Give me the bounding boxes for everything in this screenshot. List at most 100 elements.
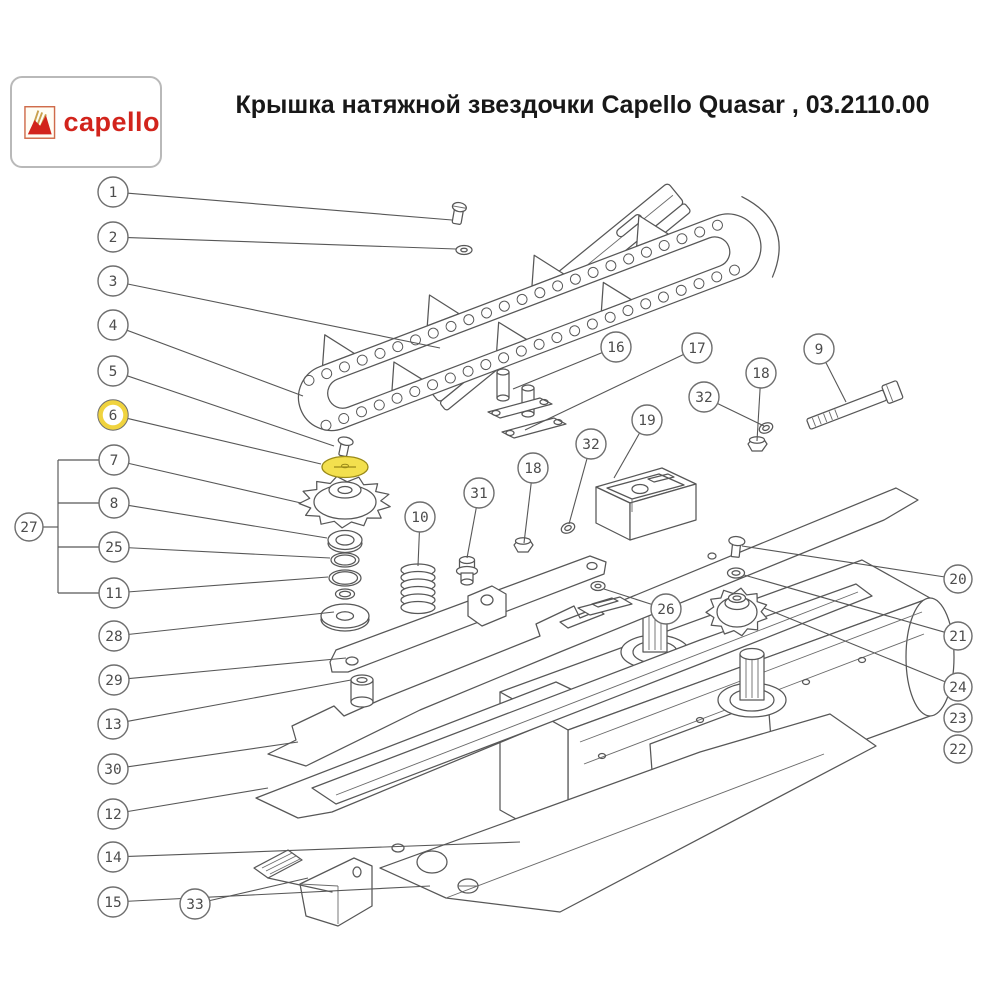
svg-text:33: 33 bbox=[186, 897, 203, 913]
callout-5: 5 bbox=[97, 355, 335, 447]
svg-text:30: 30 bbox=[104, 762, 121, 778]
callout-22: 22 bbox=[943, 734, 973, 764]
callout-2: 2 bbox=[97, 221, 457, 253]
svg-text:18: 18 bbox=[524, 461, 541, 477]
pickup-bracket bbox=[253, 849, 373, 927]
callout-9: 9 bbox=[803, 333, 847, 403]
callout-25: 25 bbox=[98, 531, 331, 563]
wheat-icon bbox=[24, 106, 56, 139]
callout-24: 24 bbox=[763, 607, 973, 702]
idler-sprocket bbox=[705, 587, 768, 637]
callout-17: 17 bbox=[524, 332, 713, 431]
callout-26: 26 bbox=[603, 588, 682, 625]
svg-text:9: 9 bbox=[815, 342, 824, 358]
svg-text:27: 27 bbox=[20, 520, 37, 536]
small-washer bbox=[560, 522, 576, 534]
svg-text:14: 14 bbox=[104, 850, 122, 866]
svg-text:13: 13 bbox=[104, 717, 121, 733]
rail-bolt-and-washer bbox=[451, 201, 473, 256]
callout-8: 8 bbox=[98, 487, 328, 539]
callout-10: 10 bbox=[404, 501, 436, 567]
chain-tray bbox=[595, 467, 697, 541]
svg-text:1: 1 bbox=[109, 185, 118, 201]
spacer-bushing bbox=[350, 674, 374, 708]
callout-6: 6 bbox=[97, 399, 322, 465]
capello-logo: capello bbox=[10, 76, 162, 168]
callout-33: 33 bbox=[179, 877, 309, 920]
svg-text:22: 22 bbox=[949, 742, 966, 758]
splined-shaft-boss bbox=[717, 647, 787, 718]
callout-28: 28 bbox=[98, 611, 335, 652]
bearing bbox=[327, 529, 363, 554]
callout-20: 20 bbox=[741, 545, 973, 594]
svg-text:10: 10 bbox=[411, 510, 428, 526]
mount-stud bbox=[577, 580, 633, 616]
callout-19: 19 bbox=[613, 404, 663, 479]
svg-text:2: 2 bbox=[109, 230, 118, 246]
callout-14: 14 bbox=[97, 841, 521, 873]
long-bolt bbox=[806, 380, 904, 430]
small-washer bbox=[758, 422, 774, 434]
svg-text:21: 21 bbox=[949, 629, 966, 645]
svg-text:28: 28 bbox=[105, 629, 122, 645]
idler-bolt bbox=[728, 535, 746, 558]
tension-sprocket bbox=[298, 475, 391, 529]
callout-18: 18 bbox=[745, 357, 777, 442]
svg-text:20: 20 bbox=[949, 572, 966, 588]
svg-text:29: 29 bbox=[105, 673, 122, 689]
top-cover-plate bbox=[267, 487, 919, 767]
idler-sprocket-hub bbox=[716, 592, 758, 628]
svg-text:16: 16 bbox=[607, 340, 624, 356]
tension-spring bbox=[400, 563, 436, 615]
callout-30: 30 bbox=[97, 741, 299, 785]
callout-32: 32 bbox=[568, 428, 607, 525]
callout-4: 4 bbox=[97, 309, 304, 397]
callout-27: 27 bbox=[14, 512, 44, 542]
svg-text:5: 5 bbox=[109, 364, 118, 380]
callout-31: 31 bbox=[463, 477, 495, 559]
svg-text:24: 24 bbox=[949, 680, 967, 696]
callout-13: 13 bbox=[97, 679, 352, 740]
callout-12: 12 bbox=[97, 787, 269, 830]
tensioner-arm bbox=[329, 555, 607, 673]
svg-text:7: 7 bbox=[110, 453, 119, 469]
callout-3: 3 bbox=[97, 265, 441, 349]
gearbox-frame-assembly bbox=[253, 487, 955, 927]
logo-wordmark: capello bbox=[63, 106, 160, 137]
callout-1: 1 bbox=[97, 176, 453, 221]
svg-text:17: 17 bbox=[688, 341, 705, 357]
svg-text:26: 26 bbox=[657, 602, 674, 618]
tension-sprocket-stack bbox=[313, 436, 576, 632]
svg-text:32: 32 bbox=[695, 390, 712, 406]
large-washer bbox=[320, 603, 370, 632]
svg-text:18: 18 bbox=[752, 366, 769, 382]
callout-21: 21 bbox=[743, 574, 973, 651]
callout-7: 7 bbox=[98, 444, 302, 504]
idler-sprocket-group bbox=[577, 535, 758, 628]
callout-15: 15 bbox=[97, 885, 431, 918]
svg-text:32: 32 bbox=[582, 437, 599, 453]
svg-text:15: 15 bbox=[104, 895, 121, 911]
callout-bracket-27 bbox=[43, 459, 99, 594]
callout-32: 32 bbox=[688, 381, 765, 427]
callout-29: 29 bbox=[98, 657, 347, 696]
svg-text:12: 12 bbox=[104, 807, 121, 823]
sprocket-cover-highlighted bbox=[321, 455, 369, 479]
svg-text:3: 3 bbox=[109, 274, 118, 290]
guide-studs-and-links bbox=[487, 368, 904, 452]
callout-11: 11 bbox=[98, 576, 329, 609]
gathering-chain bbox=[297, 196, 780, 432]
svg-text:19: 19 bbox=[638, 413, 655, 429]
svg-text:31: 31 bbox=[470, 486, 487, 502]
svg-text:23: 23 bbox=[949, 711, 966, 727]
flanged-stud bbox=[455, 555, 479, 586]
svg-text:4: 4 bbox=[109, 318, 118, 334]
svg-text:6: 6 bbox=[109, 408, 118, 424]
svg-text:11: 11 bbox=[105, 586, 122, 602]
callout-16: 16 bbox=[512, 331, 632, 390]
lock-nut bbox=[513, 537, 534, 553]
svg-text:8: 8 bbox=[110, 496, 119, 512]
callout-18: 18 bbox=[517, 452, 549, 544]
